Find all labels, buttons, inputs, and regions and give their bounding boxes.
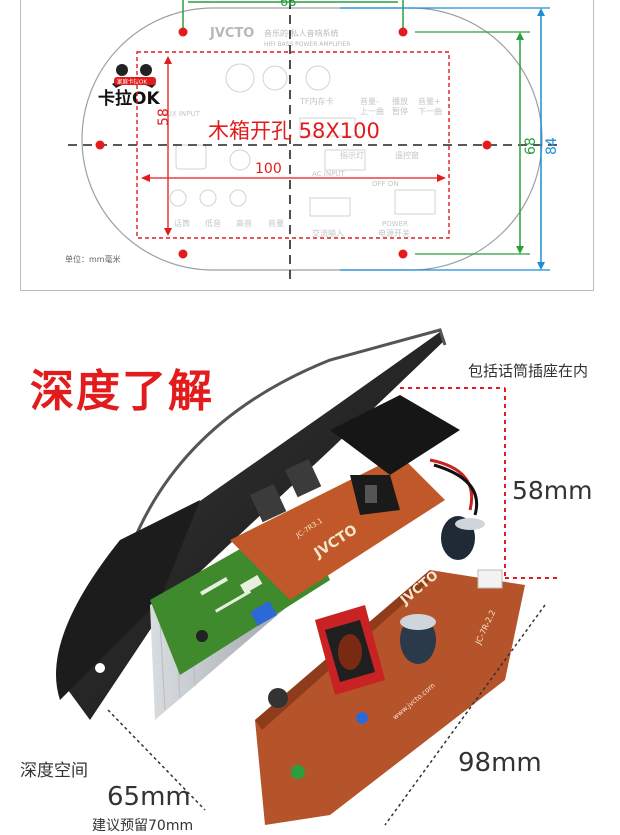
push-button-2 xyxy=(285,459,322,498)
unit-note: 单位：mm毫米 xyxy=(65,254,121,264)
dim-65-line xyxy=(107,709,206,811)
label-prev: 上一曲 xyxy=(360,106,384,116)
capacitor-green xyxy=(291,765,305,779)
cutout-vertical-text: 58 xyxy=(156,108,172,126)
cutout-rect xyxy=(136,51,450,239)
label-remote: 遥控窗 xyxy=(395,150,419,160)
depth-label: 深度空间 xyxy=(20,761,88,781)
label-vol-plus: 音量+ xyxy=(418,96,441,106)
karaoke-text: 卡拉OK xyxy=(98,88,160,109)
label-ac-input: AC INPUT xyxy=(312,170,345,178)
cutout-hdim-arrow-right xyxy=(437,174,446,182)
label-next: 下一曲 xyxy=(418,106,442,116)
dim-65-text: 65mm xyxy=(107,782,191,812)
right-dim-blue-arrow-top xyxy=(537,8,545,16)
label-indicator: 指示灯 xyxy=(340,150,364,160)
panel-outline xyxy=(81,7,543,271)
plate-flange xyxy=(56,500,200,700)
capacitor-large-top xyxy=(400,614,436,630)
blue-trimmer xyxy=(249,601,278,626)
karaoke-small-text: 家庭卡拉OK xyxy=(117,78,147,86)
label-aux: AUX INPUT xyxy=(162,110,201,118)
capacitor-small xyxy=(268,688,288,708)
label-pause: 暂停 xyxy=(392,106,408,116)
cutout-horizontal-text: 100 xyxy=(255,161,282,177)
label-mic: 话筒 xyxy=(174,218,190,228)
label-power-cn: 电源开关 xyxy=(378,228,410,238)
right-dim-green-arrow-top xyxy=(516,32,524,40)
mic-note: 包括话筒插座在内 xyxy=(468,362,589,380)
screw-holes xyxy=(95,27,492,259)
mic-jack-block xyxy=(330,395,460,475)
green-board-traces xyxy=(200,575,263,613)
label-treble: 高音 xyxy=(236,218,252,228)
top-dim-text: 68 xyxy=(280,0,297,10)
plate-hole-3 xyxy=(395,343,405,353)
white-connector xyxy=(477,569,503,589)
label-tf: TF内存卡 xyxy=(299,96,334,106)
panel-brand: JVCTO xyxy=(209,26,254,41)
label-bass: 低音 xyxy=(205,218,221,228)
mic-jack-hole xyxy=(365,485,377,503)
wire-black xyxy=(433,463,479,516)
dim-58-text: 58mm xyxy=(512,476,593,505)
label-volume: 音量 xyxy=(268,218,284,228)
capacitor-blue xyxy=(356,712,368,724)
label-power: POWER xyxy=(382,220,408,228)
panel-subtitle-en: HIFI BASS POWER AMPLIFIER xyxy=(264,41,351,48)
board-illustration: JVCTO JC-7R-2.2 www.jvcto.com JVCTO JC-7… xyxy=(56,328,558,826)
panel-subtitle-cn: 音乐的·私人音响系统 xyxy=(264,28,339,38)
label-ac-in-cn: 交流输入 xyxy=(312,228,344,238)
suggest-text: 建议预留70mm xyxy=(92,818,194,834)
label-play: 播放 xyxy=(392,96,408,106)
right-dim-inner-text: 68 xyxy=(523,137,539,155)
right-dim-green-arrow-bottom xyxy=(516,246,524,254)
wire-red xyxy=(429,458,474,511)
plate-hole-1 xyxy=(95,663,105,673)
cutout-vdim-arrow-bottom xyxy=(164,228,172,236)
cutout-label: 木箱开孔 58X100 xyxy=(208,119,380,143)
karaoke-logo: 家庭卡拉OK 卡拉OK xyxy=(98,64,160,109)
right-dim-blue-arrow-bottom xyxy=(537,262,545,270)
plate-edge xyxy=(128,328,447,551)
cutout-vdim-arrow-top xyxy=(164,56,172,64)
green-board-screw xyxy=(196,630,208,642)
panel-drawing: JVCTO 音乐的·私人音响系统 HIFI BASS POWER AMPLIFI… xyxy=(65,0,560,285)
panel-faint-details xyxy=(169,63,436,217)
main-board xyxy=(255,570,525,825)
section-title: 深度了解 xyxy=(30,366,214,417)
transformer-coil xyxy=(338,634,362,670)
right-dim-outer-text: 84 xyxy=(544,137,560,155)
capacitor-top-cap xyxy=(455,518,485,530)
dim-98-text: 98mm xyxy=(458,748,542,778)
push-button-1 xyxy=(249,484,287,523)
cutout-hdim-arrow-left xyxy=(141,174,150,182)
label-vol-minus: 音量- xyxy=(360,96,379,106)
label-off-on: OFF ON xyxy=(372,180,399,188)
plate-hole-2 xyxy=(191,476,203,488)
